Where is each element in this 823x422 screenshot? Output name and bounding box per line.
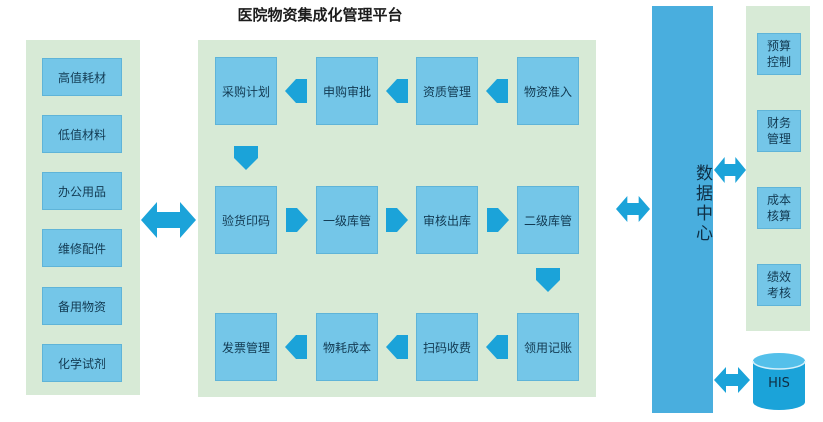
data-center-label: 数据中心 [692,164,712,244]
arrow-right-icon [487,208,509,232]
process-step: 扫码收费 [416,313,478,381]
arrow-left-icon [486,335,508,359]
double-arrow-icon [616,196,650,222]
arrow-left-icon [386,79,408,103]
module-box-line1: 成本 [766,193,791,207]
double-arrow-icon [714,157,746,183]
category-box: 备用物资 [42,287,122,325]
module-box-line2: 核算 [766,209,791,223]
process-step: 验货印码 [215,186,277,254]
categories-panel [26,40,140,395]
module-box-line2: 控制 [766,55,791,69]
process-step: 审核出库 [416,186,478,254]
data-center: 数据中心 [652,6,713,413]
process-step: 物耗成本 [316,313,378,381]
category-box: 办公用品 [42,172,122,210]
arrow-right-icon [386,208,408,232]
module-box-line1: 预算 [766,39,791,53]
category-box: 化学试剂 [42,344,122,382]
process-step: 采购计划 [215,57,277,125]
double-arrow-icon [714,367,750,393]
category-box: 低值材料 [42,115,122,153]
process-step: 资质管理 [416,57,478,125]
module-box-line2: 管理 [766,132,791,146]
process-step: 领用记账 [517,313,579,381]
arrow-left-icon [285,79,307,103]
process-step: 申购审批 [316,57,378,125]
double-arrow-icon [141,202,196,238]
module-box-line2: 考核 [766,286,791,300]
arrow-right-icon [286,208,308,232]
arrow-down-icon [536,268,560,292]
page-title: 医院物资集成化管理平台 [237,6,403,24]
arrow-left-icon [386,335,408,359]
category-box: 维修配件 [42,229,122,267]
module-box-line1: 绩效 [766,270,791,284]
module-box: 预算控制 [757,33,801,75]
module-box-line1: 财务 [766,116,791,130]
process-step: 一级库管 [316,186,378,254]
category-box: 高值耗材 [42,58,122,96]
arrow-down-icon [234,146,258,170]
module-box: 财务管理 [757,110,801,152]
his-database-icon [752,353,806,410]
process-step: 物资准入 [517,57,579,125]
his-label: HIS [768,376,790,391]
module-box: 绩效考核 [757,264,801,306]
process-step: 发票管理 [215,313,277,381]
process-step: 二级库管 [517,186,579,254]
module-box: 成本核算 [757,187,801,229]
arrow-left-icon [486,79,508,103]
arrow-left-icon [285,335,307,359]
